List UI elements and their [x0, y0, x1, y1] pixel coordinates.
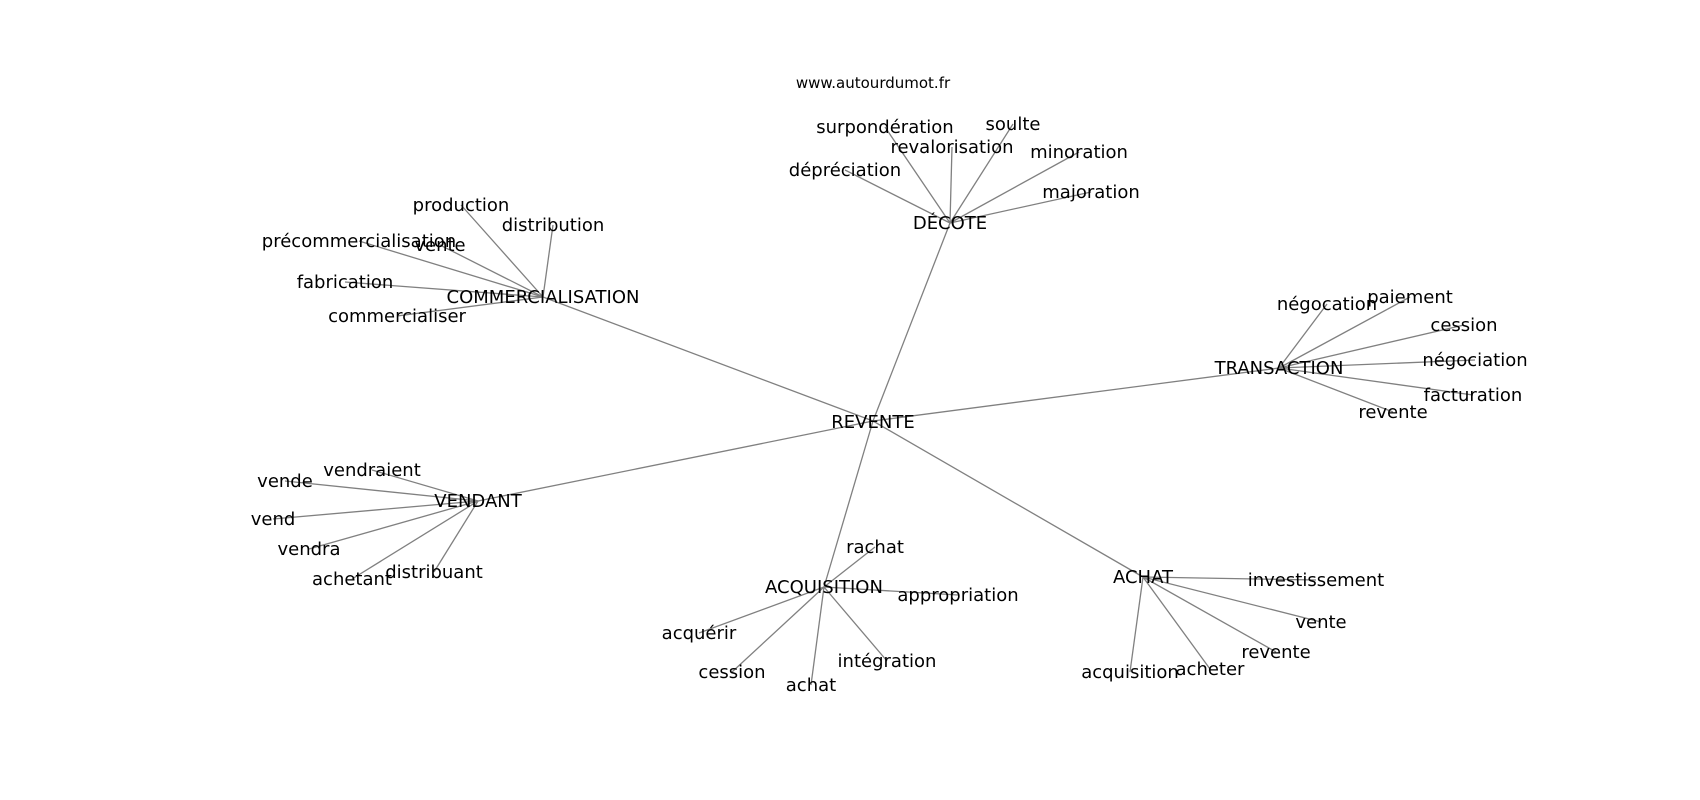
edge-achat-acheter: [1142, 576, 1211, 670]
term-label-vendant-achetant[interactable]: achetant: [312, 569, 392, 590]
edge-acquisition-achat: [810, 586, 825, 686]
edge-acquisition-appropriation: [823, 586, 959, 596]
edge-center-achat: [872, 420, 1144, 578]
term-label-vendant-vende[interactable]: vende: [257, 471, 313, 492]
term-label-decote-surponderation[interactable]: surpondération: [816, 117, 953, 138]
term-label-transaction-negocation[interactable]: négocation: [1277, 294, 1377, 315]
hub-label-achat[interactable]: ACHAT: [1113, 567, 1174, 588]
term-label-achat-revente[interactable]: revente: [1241, 642, 1310, 663]
term-label-decote-revalorisation[interactable]: revalorisation: [890, 137, 1013, 158]
term-label-decote-majoration[interactable]: majoration: [1042, 182, 1140, 203]
term-label-acquisition-integration[interactable]: intégration: [838, 651, 937, 672]
edge-achat-investissement: [1142, 576, 1317, 581]
edge-acquisition-acquerir: [698, 586, 825, 634]
term-label-commercialisation-fabrication[interactable]: fabrication: [297, 272, 394, 293]
edge-vendant-vendra: [308, 500, 479, 550]
edge-commercialisation-distribution: [542, 224, 554, 298]
center-node-label[interactable]: REVENTE: [831, 412, 914, 433]
edge-commercialisation-vente: [439, 244, 544, 298]
edge-center-transaction: [872, 367, 1280, 422]
term-label-vendant-distribuant[interactable]: distribuant: [385, 562, 483, 583]
edge-transaction-revente: [1278, 367, 1394, 413]
edge-acquisition-cession: [731, 586, 825, 673]
source-link[interactable]: www.autourdumot.fr: [796, 74, 951, 92]
term-label-acquisition-acquerir[interactable]: acquérir: [662, 623, 737, 644]
edge-commercialisation-fabrication: [344, 281, 544, 298]
term-label-acquisition-cession[interactable]: cession: [698, 662, 765, 683]
term-label-commercialisation-production[interactable]: production: [413, 195, 510, 216]
term-label-acquisition-rachat[interactable]: rachat: [846, 537, 904, 558]
term-label-decote-soulte[interactable]: soulte: [986, 114, 1041, 135]
term-label-vendant-vendraient[interactable]: vendraient: [323, 460, 421, 481]
edge-transaction-facturation: [1278, 367, 1474, 396]
graph-edges: [272, 123, 1476, 686]
term-label-vendant-vend[interactable]: vend: [251, 509, 296, 530]
term-label-transaction-cession[interactable]: cession: [1430, 315, 1497, 336]
edge-transaction-paiement: [1278, 296, 1411, 369]
edge-decote-minoration: [949, 151, 1080, 224]
graph-labels: www.autourdumot.fr REVENTE DÉCOTE surpond…: [251, 74, 1528, 696]
edge-decote-revalorisation: [949, 146, 953, 224]
term-label-achat-acheter[interactable]: acheter: [1176, 659, 1246, 680]
term-label-transaction-paiement[interactable]: paiement: [1367, 287, 1453, 308]
hub-label-vendant[interactable]: VENDANT: [434, 491, 522, 512]
edge-achat-vente: [1142, 576, 1322, 623]
term-label-commercialisation-precommercialisation[interactable]: précommercialisation: [262, 231, 456, 252]
term-label-vendant-vendra[interactable]: vendra: [278, 539, 341, 560]
term-label-achat-acquisition[interactable]: acquisition: [1081, 662, 1179, 683]
edge-transaction-cession: [1278, 324, 1465, 369]
edge-decote-surponderation: [884, 126, 951, 224]
edge-commercialisation-precommercialisation: [358, 240, 544, 298]
hub-label-acquisition[interactable]: ACQUISITION: [765, 577, 883, 598]
term-label-achat-vente[interactable]: vente: [1295, 612, 1346, 633]
term-label-decote-depreciation[interactable]: dépréciation: [789, 160, 901, 181]
term-label-transaction-facturation[interactable]: facturation: [1424, 385, 1523, 406]
edge-transaction-negociation: [1278, 359, 1476, 369]
edge-vendant-vendraient: [371, 469, 479, 502]
edge-center-decote: [872, 222, 951, 422]
term-label-commercialisation-distribution[interactable]: distribution: [502, 215, 605, 236]
term-label-decote-minoration[interactable]: minoration: [1030, 142, 1128, 163]
edge-vendant-vende: [284, 480, 479, 502]
edge-decote-soulte: [949, 123, 1014, 224]
hub-label-decote[interactable]: DÉCOTE: [913, 212, 987, 234]
term-label-acquisition-achat[interactable]: achat: [786, 675, 836, 696]
hub-label-transaction[interactable]: TRANSACTION: [1214, 358, 1344, 379]
edge-commercialisation-production: [460, 204, 544, 298]
edge-transaction-negocation: [1278, 303, 1328, 369]
edge-decote-depreciation: [844, 169, 951, 224]
term-label-acquisition-appropriation[interactable]: appropriation: [897, 585, 1018, 606]
edge-center-commercialisation: [542, 296, 874, 422]
edge-vendant-achetant: [351, 500, 479, 580]
edge-decote-majoration: [949, 191, 1092, 224]
edge-center-vendant: [477, 420, 874, 502]
edge-vendant-vend: [272, 500, 479, 520]
edge-commercialisation-commercialiser: [396, 296, 544, 317]
term-label-commercialisation-commercialiser[interactable]: commercialiser: [328, 306, 466, 327]
edge-acquisition-integration: [823, 586, 888, 662]
edge-center-acquisition: [823, 420, 874, 588]
edge-achat-acquisition: [1129, 576, 1144, 673]
term-label-transaction-negociation[interactable]: négociation: [1422, 350, 1527, 371]
term-label-commercialisation-vente[interactable]: vente: [414, 235, 465, 256]
hub-label-commercialisation[interactable]: COMMERCIALISATION: [447, 287, 640, 308]
edge-acquisition-rachat: [823, 546, 876, 588]
term-label-achat-investissement[interactable]: investissement: [1248, 570, 1384, 591]
edge-vendant-distribuant: [433, 500, 479, 573]
term-label-transaction-revente[interactable]: revente: [1358, 402, 1427, 423]
edge-achat-revente: [1142, 576, 1277, 653]
